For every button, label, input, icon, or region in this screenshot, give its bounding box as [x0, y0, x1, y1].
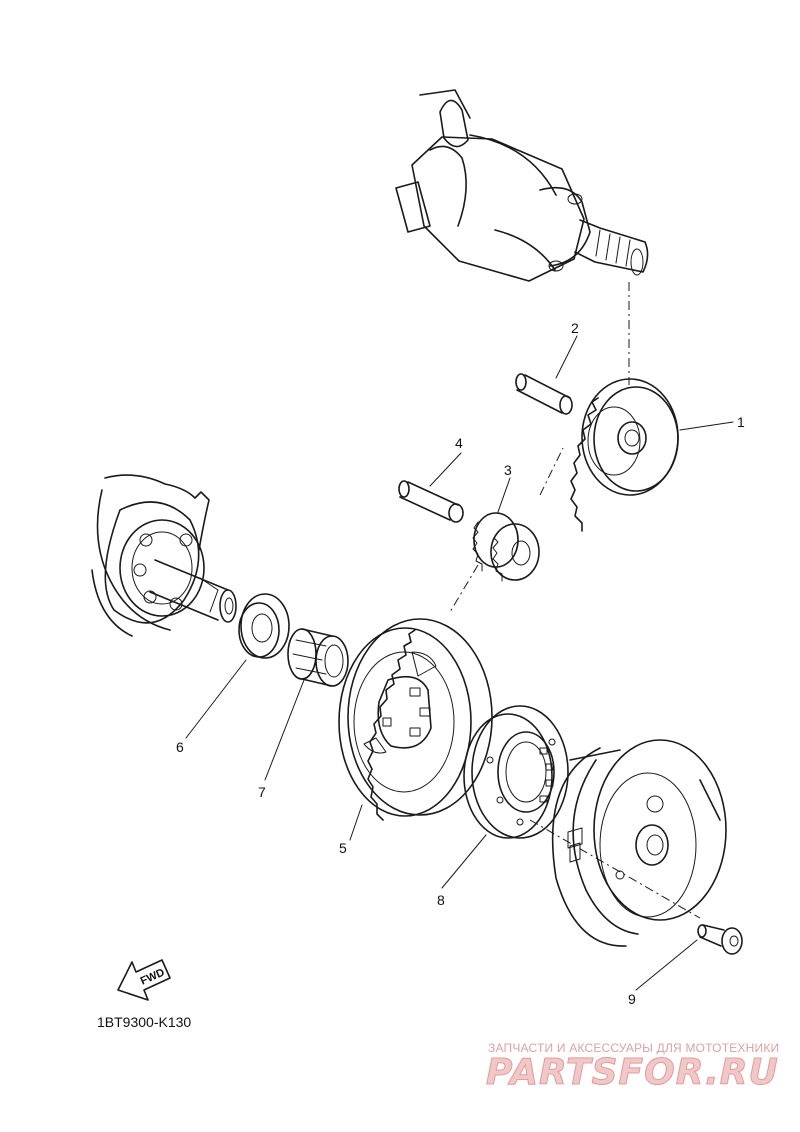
forward-arrow-icon: FWD	[117, 959, 171, 1001]
leader-lines	[185, 335, 734, 991]
flywheel-rotor	[551, 739, 727, 947]
callout-5: 5	[339, 840, 347, 856]
starter-motor	[395, 89, 649, 282]
part-2-pin	[515, 373, 573, 415]
part-1-idler-gear	[570, 378, 679, 532]
callout-6: 6	[176, 739, 184, 755]
callout-2: 2	[571, 320, 579, 336]
callout-7: 7	[258, 784, 266, 800]
part-9-bolt	[697, 924, 743, 955]
axis-line-bolt	[529, 819, 701, 919]
part-6-washer	[238, 593, 290, 659]
watermark-logo: PARTSFOR.RU	[486, 1052, 779, 1093]
axis-line-gear3	[449, 564, 479, 613]
callout-4: 4	[455, 435, 463, 451]
part-4-pin	[398, 480, 464, 523]
crankshaft-assembly	[91, 474, 237, 637]
part-8-one-way-clutch	[463, 705, 569, 839]
diagram-code: 1BT9300-K130	[97, 1014, 191, 1030]
callout-3: 3	[504, 462, 512, 478]
part-5-starter-wheel-gear	[338, 618, 493, 821]
callout-9: 9	[628, 991, 636, 1007]
watermark-tagline: ЗАПЧАСТИ И АКСЕССУАРЫ ДЛЯ МОТОТЕХНИКИ	[488, 1041, 779, 1055]
callout-1: 1	[737, 414, 745, 430]
axis-line-gear1	[539, 447, 564, 496]
callout-8: 8	[437, 892, 445, 908]
part-3-double-gear	[472, 512, 540, 582]
part-7-needle-bearing	[287, 628, 349, 687]
